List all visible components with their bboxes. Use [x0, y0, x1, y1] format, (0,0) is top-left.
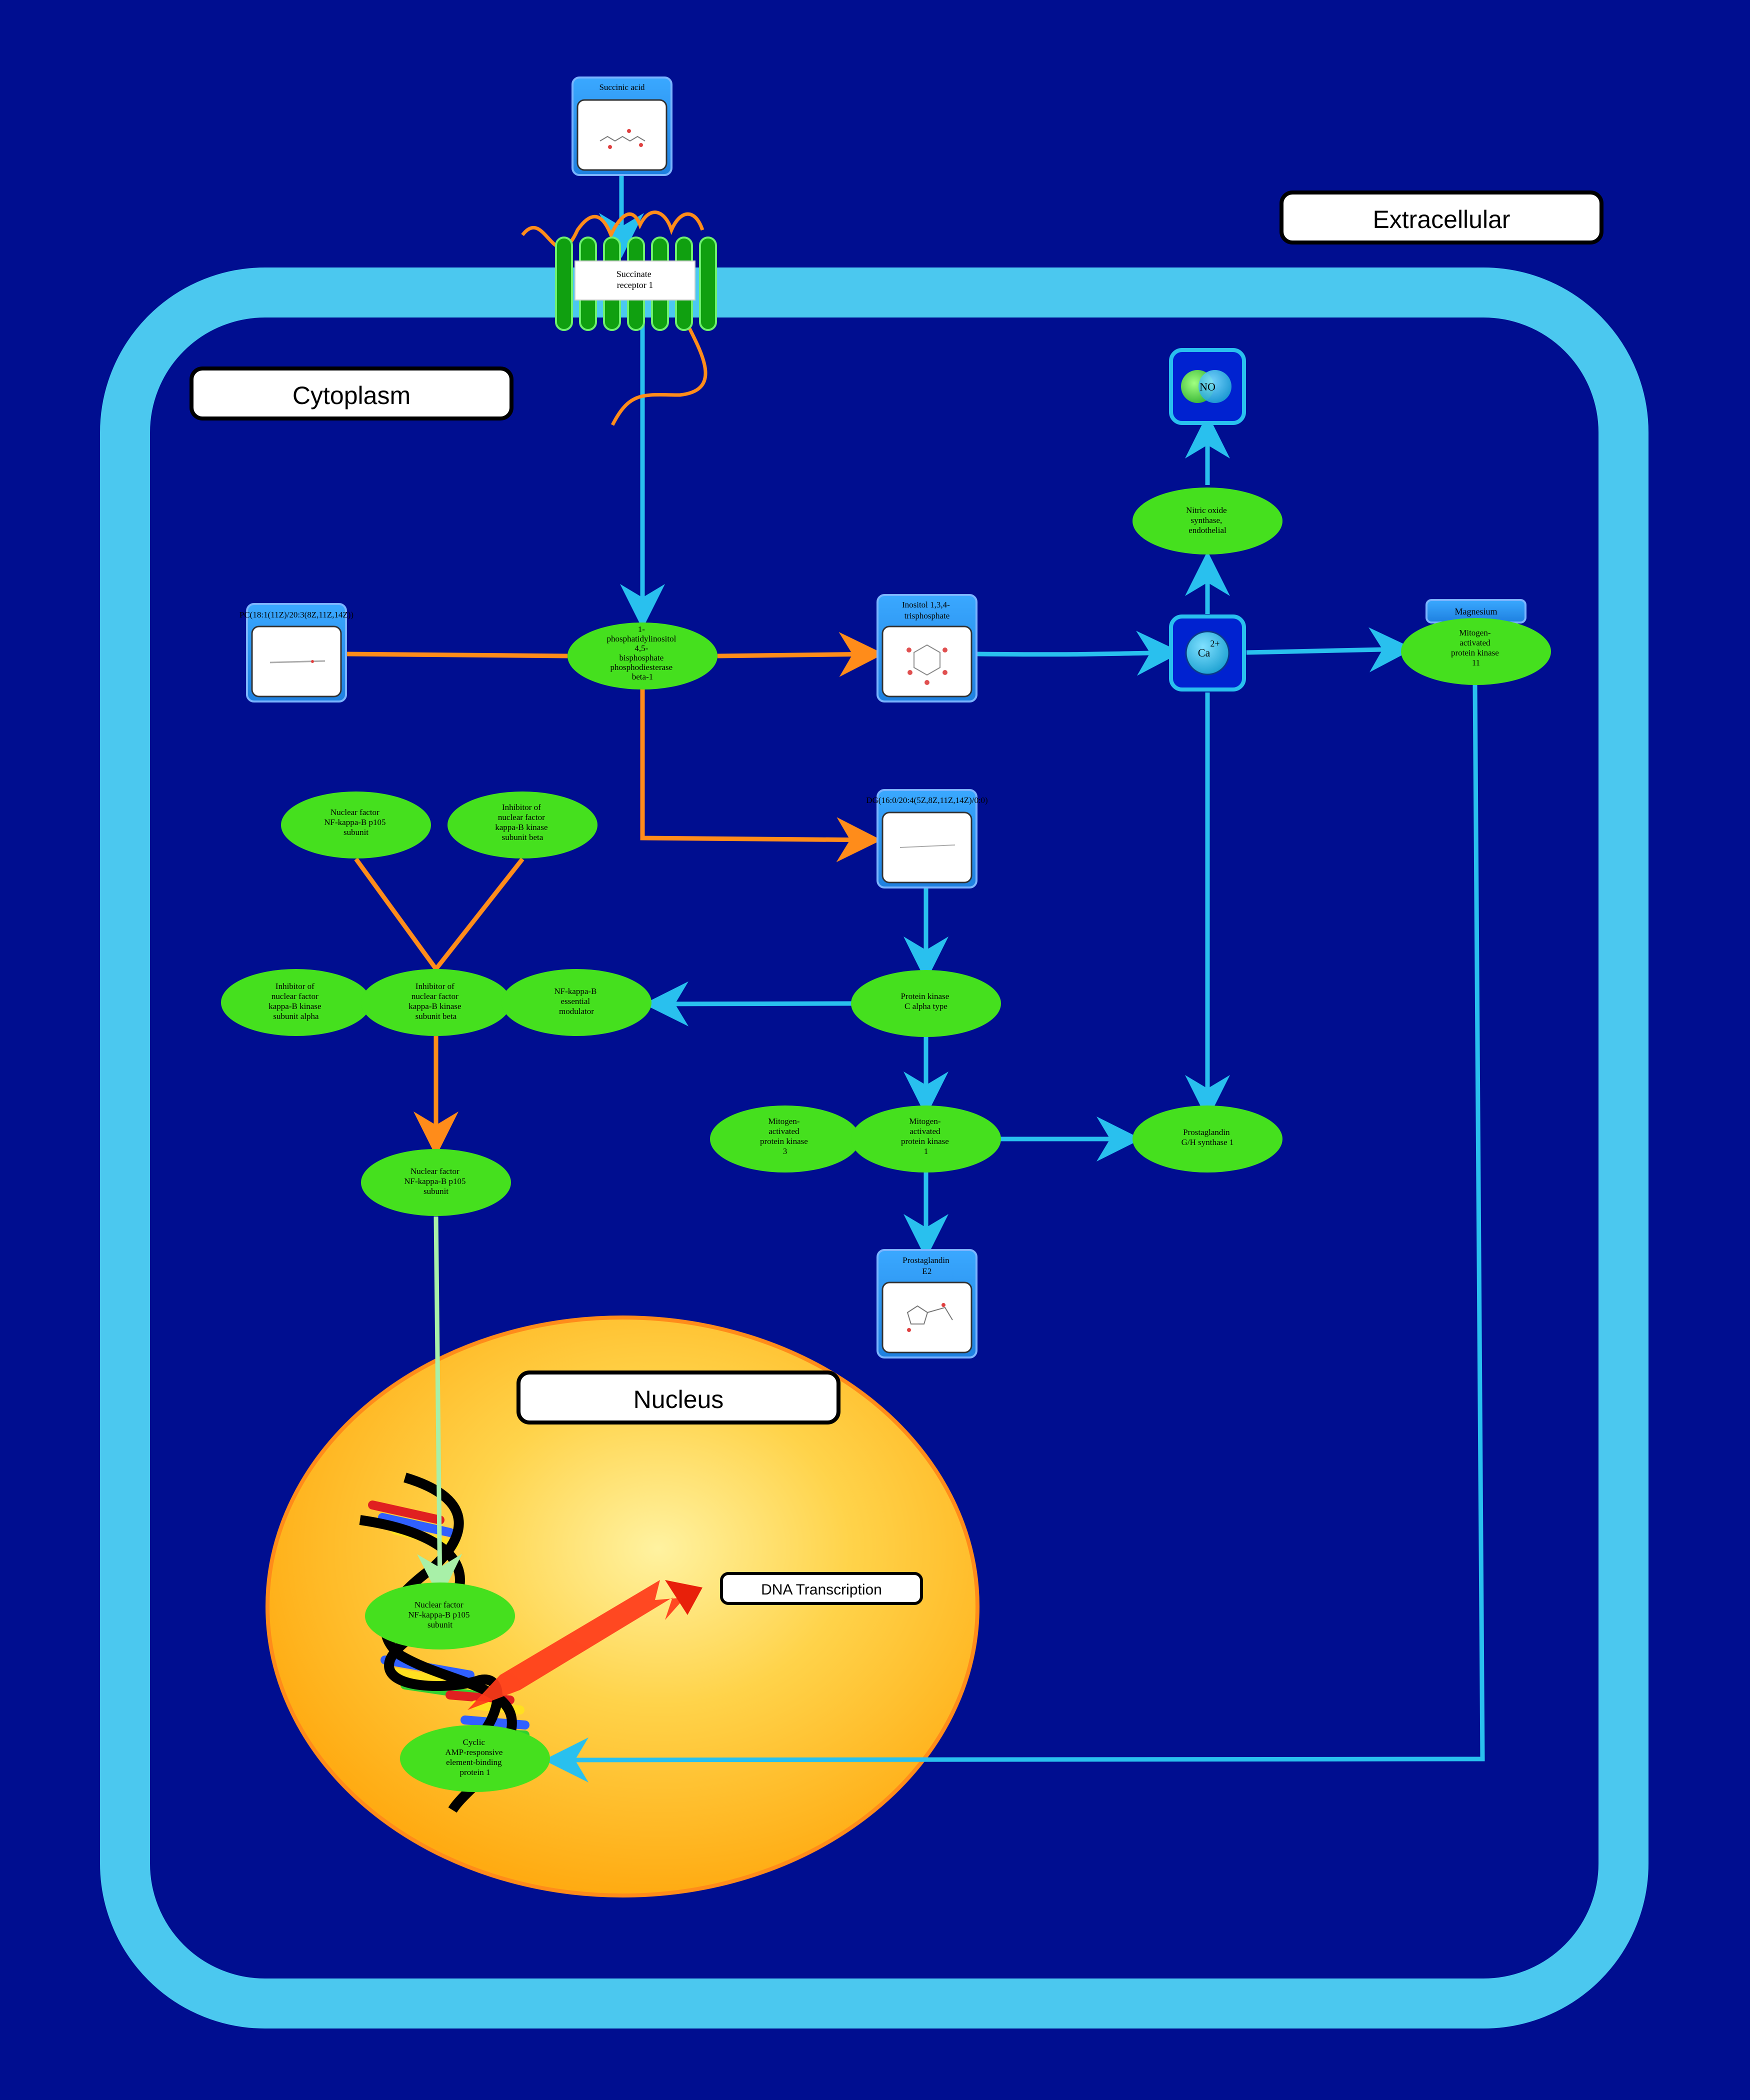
protein-pkca[interactable]: Protein kinase C alpha type	[851, 970, 1001, 1037]
svg-text:DNA Transcription: DNA Transcription	[761, 1582, 882, 1598]
svg-text:Mitogen- activated: Mitogen- activated protein kinase 11	[1451, 628, 1501, 668]
label-extracellular: Extracellular	[1280, 190, 1604, 244]
succinate-receptor-1[interactable]: Succinate receptor 1	[521, 210, 717, 426]
label-cytoplasm: Cytoplasm	[190, 366, 514, 420]
svg-text:Succinic acid: Succinic acid	[599, 82, 645, 92]
svg-text:Inositol 1,3,4- trisphos: Inositol 1,3,4- trisphosphate	[902, 600, 952, 620]
svg-text:DG(16:0/20:4(5Z,8Z,11Z,14Z)/0:: DG(16:0/20:4(5Z,8Z,11Z,14Z)/0:0)	[866, 796, 988, 805]
edge-plcb1-to-ip3	[717, 632, 884, 677]
edge-plcb1-to-dg	[640, 689, 882, 862]
svg-text:Ca: Ca	[1198, 646, 1210, 659]
protein-ptgs1[interactable]: Prostaglandin G/H synthase 1	[1132, 1106, 1282, 1172]
edge-ip3-to-ca	[977, 630, 1182, 676]
protein-ikbkb-top[interactable]: Inhibitor of nuclear factor kappa-B kina…	[448, 792, 598, 858]
ion-calcium[interactable]: Ca 2+	[1169, 614, 1246, 692]
svg-text:Inhibitor of nuclear fac: Inhibitor of nuclear factor kappa-B kina…	[495, 802, 550, 842]
svg-text:Nucleus: Nucleus	[634, 1386, 724, 1414]
edge-mapk11-to-creb1	[544, 684, 1485, 1782]
label-nucleus: Nucleus	[516, 1370, 840, 1424]
svg-text:NO: NO	[1200, 380, 1216, 393]
svg-text:Nuclear factor NF-kappa-: Nuclear factor NF-kappa-B p105 subunit	[324, 808, 388, 837]
protein-mapk3[interactable]: Mitogen- activated protein kinase 3	[710, 1106, 860, 1172]
svg-text:Mitogen- activated: Mitogen- activated protein kinase 1	[901, 1116, 951, 1156]
svg-text:Extracellular: Extracellular	[1372, 206, 1510, 234]
protein-nfkb1-nucleus[interactable]: Nuclear factor NF-kappa-B p105 subunit	[365, 1582, 515, 1650]
svg-text:Nuclear factor NF-kappa-: Nuclear factor NF-kappa-B p105 subunit	[404, 1166, 468, 1196]
label-dna-transcription: DNA Transcription	[720, 1572, 923, 1605]
svg-text:Prostaglandin G/H syntha: Prostaglandin G/H synthase 1	[1182, 1128, 1234, 1147]
protein-plcb1[interactable]: 1- phosphatidylinositol 4,5- bisphosphat…	[568, 622, 718, 690]
svg-text:Protein kinase C alpha t: Protein kinase C alpha type	[900, 992, 951, 1011]
metabolite-succinic-acid[interactable]: Succinic acid	[572, 76, 672, 176]
metabolite-magnesium[interactable]: Magnesium	[1426, 599, 1526, 624]
svg-text:Mitogen- activated: Mitogen- activated protein kinase 3	[760, 1116, 810, 1156]
metabolite-pge2[interactable]: Prostaglandin E2	[876, 1249, 978, 1358]
svg-text:Magnesium: Magnesium	[1455, 606, 1498, 616]
metabolite-dg[interactable]: DG(16:0/20:4(5Z,8Z,11Z,14Z)/0:0)	[866, 789, 988, 888]
ion-nitric-oxide[interactable]: NO	[1169, 348, 1246, 425]
svg-text:Inhibitor of nuclear fac: Inhibitor of nuclear factor kappa-B kina…	[268, 982, 324, 1021]
svg-text:Cytoplasm: Cytoplasm	[292, 382, 410, 410]
protein-nfkb1-cytoplasm[interactable]: Nuclear factor NF-kappa-B p105 subunit	[361, 1149, 511, 1216]
metabolite-pc[interactable]: PC(18:1(11Z)/20:3(8Z,11Z,14Z))	[240, 603, 354, 702]
cell-membrane	[100, 268, 1648, 2028]
svg-text:Succinate receptor 1: Succinate receptor 1	[616, 269, 654, 290]
edge-nfkb1-to-ikbkb	[354, 858, 438, 970]
protein-ikbka[interactable]: Inhibitor of nuclear factor kappa-B kina…	[221, 969, 371, 1036]
edge-ca-to-mapk11	[1246, 627, 1414, 672]
protein-nemo[interactable]: NF-kappa-B essential modulator	[502, 969, 652, 1036]
svg-text:Nitric oxide synthase,: Nitric oxide synthase, endothelial	[1186, 506, 1229, 535]
svg-text:Nuclear factor NF-kappa-: Nuclear factor NF-kappa-B p105 subunit	[408, 1600, 472, 1630]
metabolite-ip3[interactable]: Inositol 1,3,4- trisphosphate	[876, 594, 978, 702]
protein-mapk11[interactable]: Mitogen- activated protein kinase 11	[1401, 618, 1551, 685]
svg-text:Cyclic AMP-responsive: Cyclic AMP-responsive element-binding pr…	[445, 1738, 504, 1777]
svg-text:NF-kappa-B essential: NF-kappa-B essential modulator	[554, 986, 598, 1016]
svg-text:Prostaglandin E2: Prostaglandin E2	[902, 1256, 952, 1276]
protein-nos3[interactable]: Nitric oxide synthase, endothelial	[1132, 488, 1282, 554]
svg-text:2+: 2+	[1210, 638, 1220, 648]
edge-pc-to-plcb1	[346, 652, 568, 658]
protein-mapk1[interactable]: Mitogen- activated protein kinase 1	[851, 1106, 1001, 1172]
protein-ikbkb[interactable]: Inhibitor of nuclear factor kappa-B kina…	[361, 969, 511, 1036]
edge-ikbkb-top-to-ikbkb	[434, 858, 524, 970]
protein-creb1[interactable]: Cyclic AMP-responsive element-binding pr…	[400, 1725, 550, 1792]
transcription-arrow	[468, 1580, 702, 1710]
edge-nfkb1-translocation	[417, 1216, 462, 1599]
svg-text:Inhibitor of nuclear fac: Inhibitor of nuclear factor kappa-B kina…	[408, 982, 464, 1021]
svg-text:PC(18:1(11Z)/20:3(8Z,11Z,14Z)): PC(18:1(11Z)/20:3(8Z,11Z,14Z))	[240, 610, 354, 620]
protein-nfkb1-top[interactable]: Nuclear factor NF-kappa-B p105 subunit	[281, 792, 431, 858]
svg-text:1- phosphatidylinositol: 1- phosphatidylinositol 4,5- bisphosphat…	[606, 624, 678, 682]
